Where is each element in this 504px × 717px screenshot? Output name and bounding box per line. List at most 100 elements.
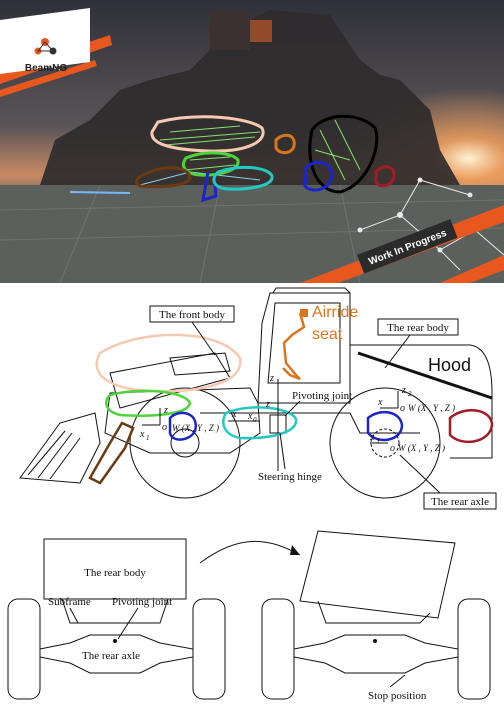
rear-body-leader bbox=[384, 334, 411, 369]
technical-diagram: The front body The rear body Airride sea… bbox=[0, 283, 504, 713]
axis-z-label: z bbox=[269, 373, 274, 384]
rear-pivot-annotation bbox=[366, 410, 404, 442]
hood-line bbox=[357, 351, 493, 400]
axle-housing-left bbox=[39, 634, 194, 674]
diagram-annotations bbox=[88, 309, 494, 485]
subframe-right bbox=[317, 600, 431, 624]
rear-body-block-tilted bbox=[299, 530, 456, 619]
axis-x3-label: x bbox=[369, 432, 375, 443]
left-tire-a bbox=[7, 598, 41, 700]
front-wheel bbox=[129, 387, 241, 499]
building-silhouette bbox=[40, 10, 460, 185]
front-body-label: The front body bbox=[159, 309, 225, 321]
boom-link-annotation bbox=[105, 389, 192, 417]
o2-point-label: W (X , Y , Z ) bbox=[408, 403, 455, 413]
steering-annotation bbox=[222, 406, 298, 440]
black-outline bbox=[308, 114, 379, 194]
seat-marker bbox=[300, 309, 308, 317]
bucket bbox=[19, 412, 101, 484]
rear-body-box bbox=[377, 318, 459, 336]
steering-hinge-leader bbox=[279, 432, 286, 470]
beamng-screenshot: BeamNG Work In Progress bbox=[0, 0, 504, 283]
axis-x1-sub: 1 bbox=[146, 434, 150, 442]
crimson-outline bbox=[374, 165, 396, 188]
rear-body-outline bbox=[350, 344, 493, 459]
pivot-point-right bbox=[373, 639, 377, 643]
axis-z1-label: z bbox=[163, 405, 168, 416]
axis-z0-label: z bbox=[265, 399, 270, 410]
left-tire-b bbox=[192, 598, 226, 700]
front-chassis bbox=[104, 387, 261, 454]
stop-position-leader bbox=[389, 674, 406, 688]
frame-line bbox=[200, 412, 420, 434]
coordinate-axes: z z x x 0 z x 1 o W (X , Y , Z ) z 2 x o bbox=[139, 373, 455, 454]
axis-x0-label: x bbox=[247, 411, 253, 422]
screenshot-annotations bbox=[134, 114, 396, 203]
subframe-label: Subframe bbox=[48, 596, 91, 608]
rear-hub bbox=[370, 428, 400, 458]
orange-outline bbox=[274, 133, 296, 155]
cyan-outline bbox=[212, 165, 274, 191]
rear-axle-annotation bbox=[448, 409, 494, 444]
stop-position-label: Stop position bbox=[368, 690, 427, 702]
blue-outline-left bbox=[201, 171, 218, 203]
rear-axle-label: The rear axle bbox=[431, 496, 489, 508]
building-block bbox=[210, 10, 250, 50]
pivoting-joint-label-bottom: Pivoting joint bbox=[112, 596, 172, 608]
subframe-left bbox=[61, 598, 169, 624]
front-body-leader bbox=[191, 321, 216, 356]
game-viewport: BeamNG Work In Progress bbox=[0, 0, 504, 283]
o2-label: o bbox=[400, 403, 405, 414]
axle-housing-right bbox=[293, 634, 459, 674]
right-tire-b bbox=[457, 598, 491, 700]
pivoting-joint-label: Pivoting joint bbox=[292, 390, 352, 402]
rear-axle-box bbox=[423, 492, 497, 510]
blue-outline-right bbox=[303, 160, 334, 192]
front-body-annotation bbox=[95, 333, 242, 393]
cab-outline bbox=[257, 292, 351, 404]
airride-seat-label-2: seat bbox=[312, 326, 343, 343]
rear-body-block-left bbox=[43, 538, 187, 600]
subframe-leader bbox=[69, 607, 79, 624]
rear-axle-leader bbox=[399, 454, 441, 494]
steering-hinge-label: Steering hinge bbox=[258, 471, 322, 483]
peach-outline bbox=[150, 115, 265, 153]
rear-axle-label-bottom: The rear axle bbox=[82, 650, 140, 662]
front-pivot-annotation bbox=[168, 411, 198, 441]
cab-window bbox=[267, 302, 341, 384]
rear-body-label: The rear body bbox=[387, 322, 449, 334]
brown-outline bbox=[134, 166, 192, 189]
seat-annotation bbox=[282, 312, 306, 381]
orange-panel bbox=[250, 20, 272, 42]
axis-x0-sub: 0 bbox=[253, 416, 257, 424]
diagram-canvas: The front body The rear body Airride sea… bbox=[7, 287, 497, 702]
pivot-point-left bbox=[113, 639, 117, 643]
lift-cylinder bbox=[169, 352, 231, 376]
bucket-ribs bbox=[27, 430, 81, 480]
axis-x2-label: x bbox=[377, 397, 383, 408]
o3-label: o bbox=[390, 443, 395, 454]
axis-z2-sub: 2 bbox=[408, 390, 412, 398]
front-hub bbox=[170, 428, 200, 458]
bucket-link-annotation bbox=[88, 421, 135, 485]
logo-text: BeamNG bbox=[25, 63, 67, 74]
beamng-logo: BeamNG bbox=[0, 8, 90, 74]
cab-roof bbox=[272, 287, 351, 294]
loader-side-view: The front body The rear body Airride sea… bbox=[19, 287, 497, 510]
boom-arm bbox=[109, 352, 231, 409]
axis-x-label: x bbox=[231, 409, 237, 420]
rear-wheel bbox=[329, 387, 441, 499]
o3-point-label: W (X , Y , Z ) bbox=[398, 443, 445, 453]
pivoting-joint-leader bbox=[284, 400, 301, 417]
axis-z2-label: z bbox=[401, 385, 406, 396]
o1-point-label: W (X , Y , Z ) bbox=[172, 423, 219, 433]
o1-label: o bbox=[162, 422, 167, 433]
rear-body-label-bottom: The rear body bbox=[84, 567, 146, 579]
hood-label: Hood bbox=[428, 355, 471, 375]
axis-x3-sub: 3 bbox=[375, 437, 380, 445]
ground-grid bbox=[0, 184, 504, 283]
tilt-arrow bbox=[199, 540, 301, 564]
right-tire-a bbox=[261, 598, 295, 700]
axis-x1-label: x bbox=[139, 429, 145, 440]
pivot-leader-bottom bbox=[117, 607, 139, 640]
